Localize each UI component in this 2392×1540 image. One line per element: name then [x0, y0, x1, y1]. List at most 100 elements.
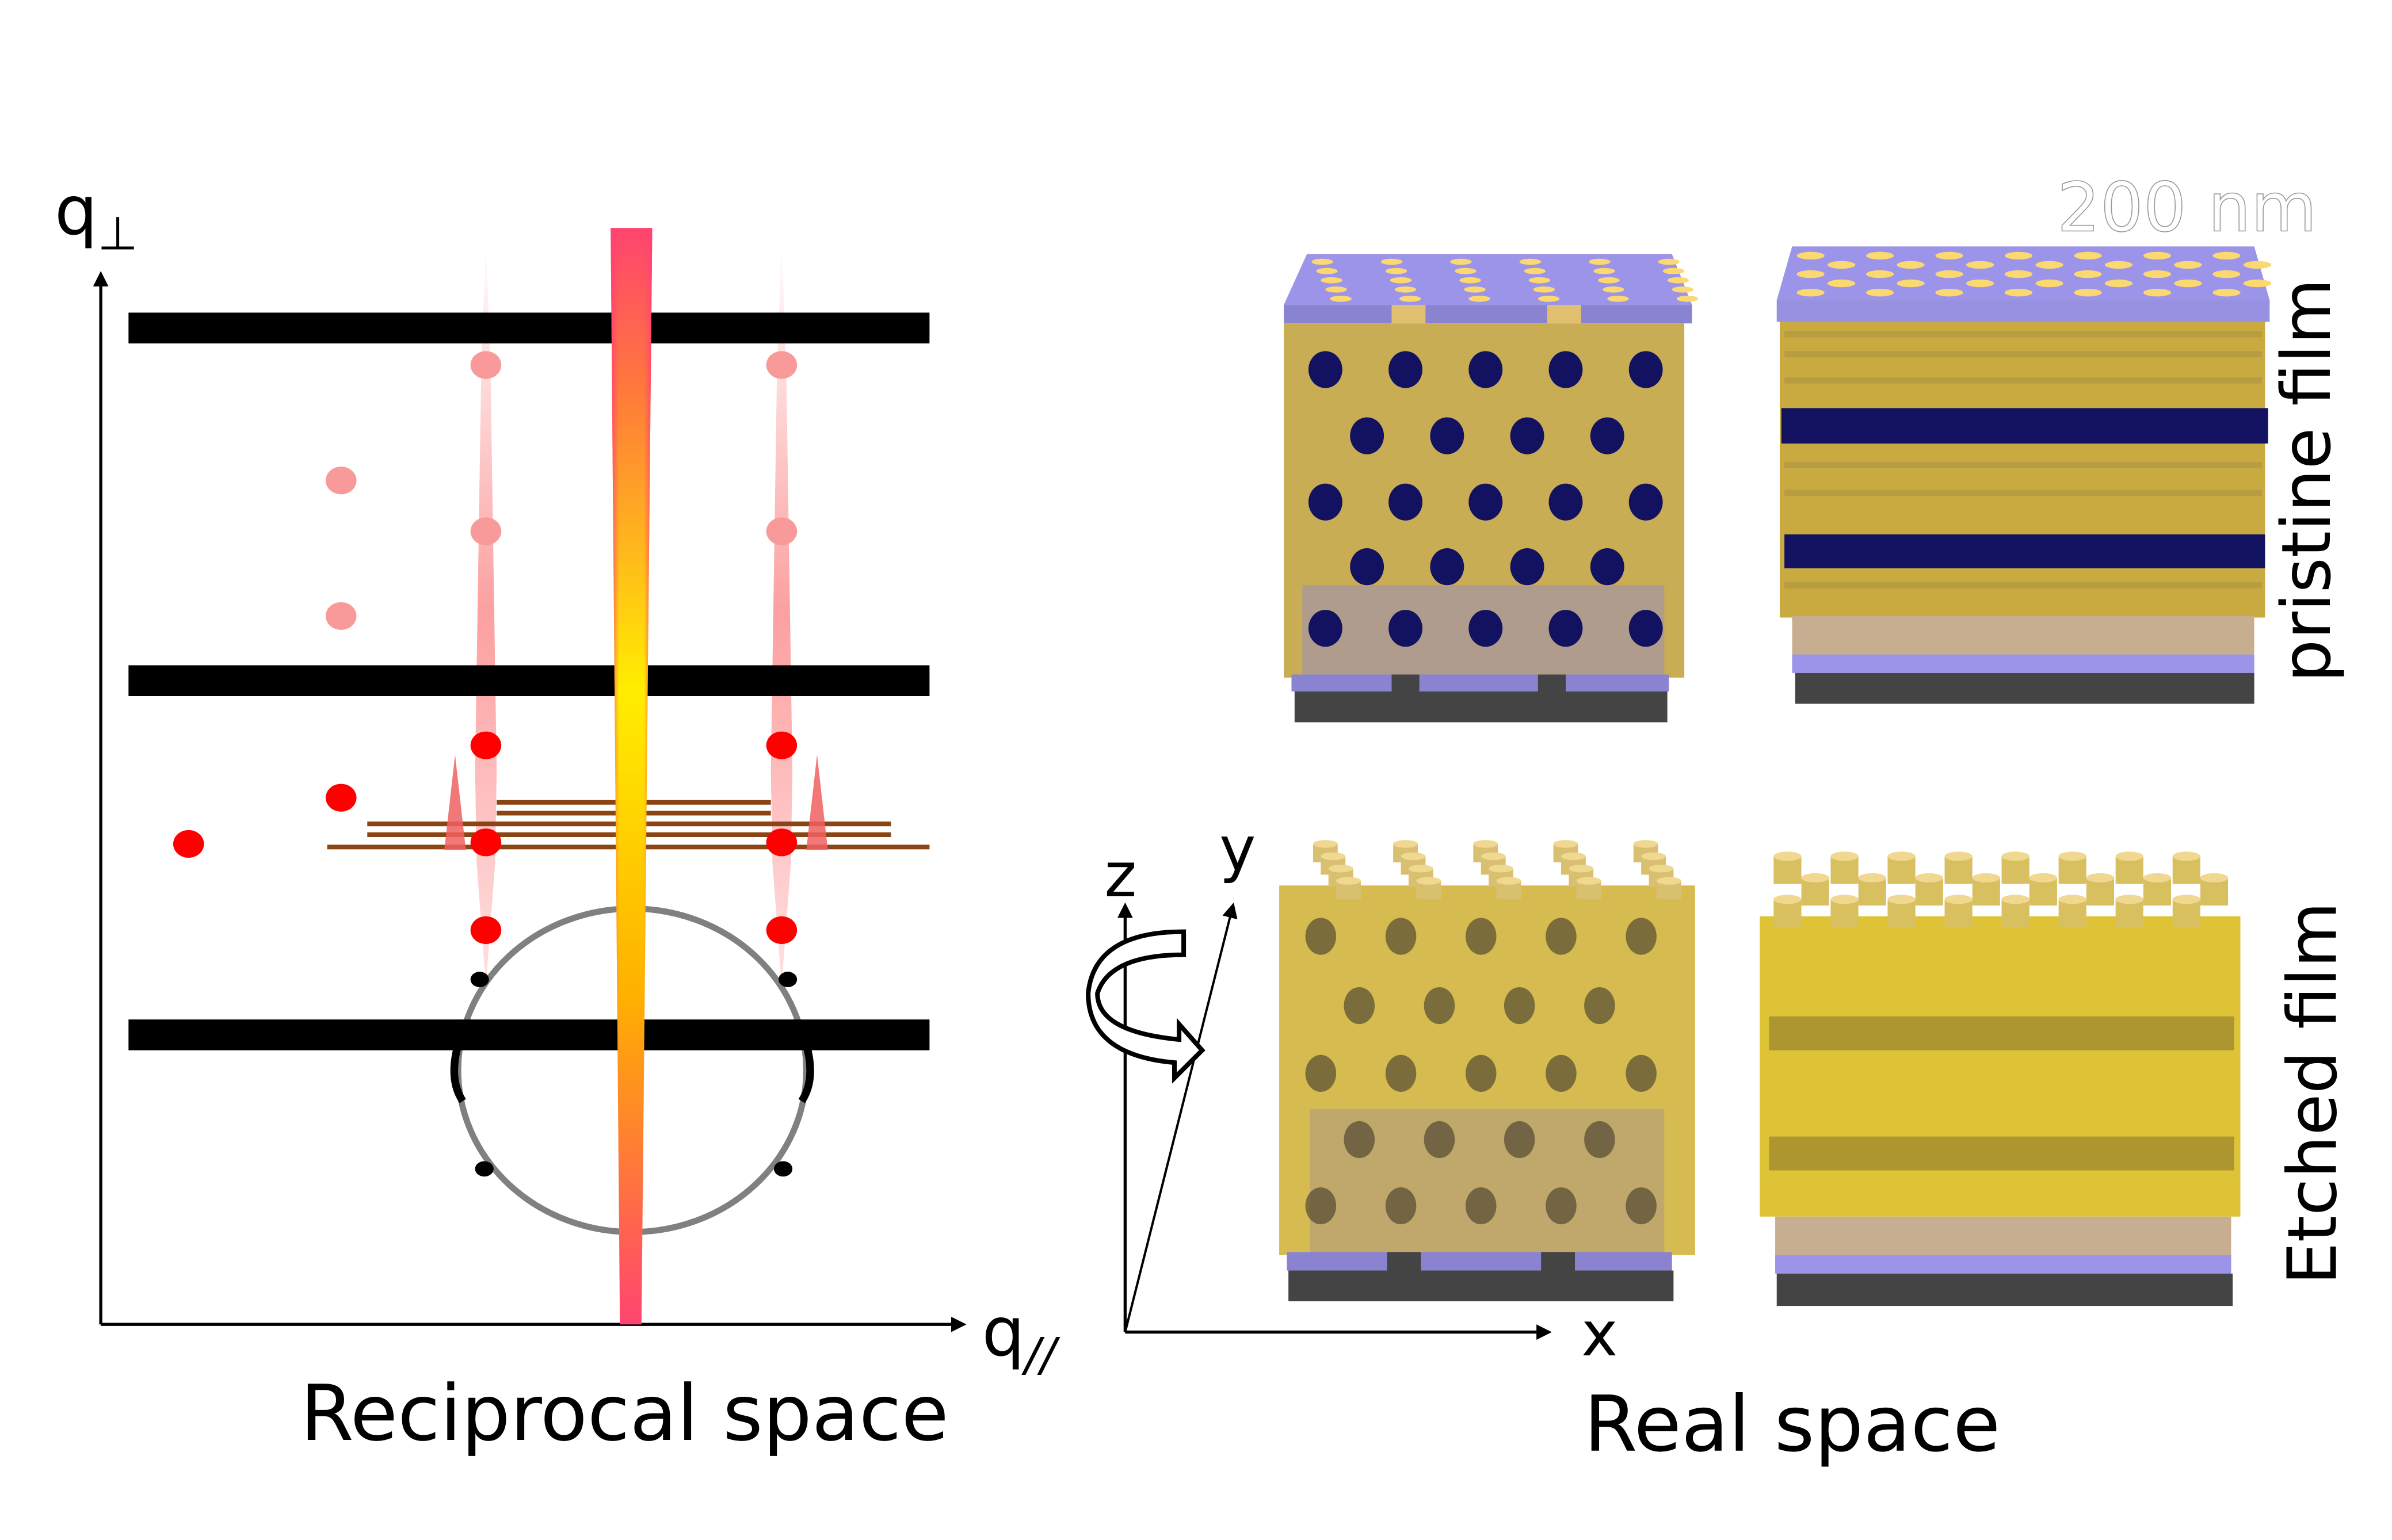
pillar-top [1649, 865, 1674, 873]
top-pore [2143, 251, 2172, 260]
reciprocal-space-panel: q⊥ q// [55, 171, 1060, 1458]
ring-spot [779, 972, 798, 987]
cylinder-end [1388, 351, 1423, 388]
etched-hole [1504, 987, 1535, 1025]
etched-hole [1424, 1121, 1455, 1159]
top-pore [1311, 258, 1333, 265]
etched-hole [1465, 1054, 1497, 1092]
pillar-top [1887, 895, 1916, 904]
cylinder-end [1548, 610, 1583, 647]
top-pore [1316, 268, 1338, 274]
pillar-top [1336, 877, 1361, 885]
real-space-panel: pristine film Etched film [1086, 168, 2352, 1469]
top-pore [1385, 268, 1407, 274]
cylinder-end [1308, 351, 1342, 388]
etched-hole [1584, 987, 1615, 1025]
etched-hole [1626, 1054, 1657, 1092]
pristine-lamellar-film [1776, 246, 2272, 704]
pillar-top [1656, 877, 1681, 885]
top-pore [2174, 279, 2202, 288]
z-axis-label: z [1104, 840, 1136, 911]
cylinder-end [1548, 483, 1583, 521]
etched-hole [1385, 918, 1417, 955]
pillar-top [1416, 877, 1441, 885]
pillar-top [1496, 877, 1521, 885]
top-pore [1528, 277, 1551, 284]
top-pore [1399, 295, 1421, 302]
top-pore [1321, 277, 1342, 284]
top-pore [1796, 251, 1825, 260]
strong-spot [325, 784, 357, 812]
rotation-arrow-icon [1086, 929, 1205, 1084]
row-label-pristine: pristine film [2267, 278, 2346, 682]
cylinder-end [1628, 351, 1663, 388]
top-pore [1935, 270, 1963, 278]
pillar-top [2001, 895, 2029, 904]
etched-hole [1305, 918, 1337, 955]
top-pore [2004, 251, 2033, 260]
etched-lamellar-film [1760, 851, 2241, 1306]
specular-beam-edge [611, 228, 653, 1325]
pillar-top [2029, 873, 2057, 882]
cylinder-end [1628, 483, 1663, 521]
top-pore [1450, 258, 1472, 265]
etched-hole [1305, 1187, 1337, 1225]
pillar-top [1944, 851, 1973, 861]
cylinder-end [1388, 483, 1423, 521]
pillar-top [1641, 852, 1666, 861]
pillar-top [1401, 852, 1426, 861]
pillar-top [2172, 851, 2200, 861]
top-pore [1330, 295, 1352, 302]
top-pore [2074, 270, 2102, 278]
top-pore [1593, 268, 1615, 274]
top-pore [1897, 261, 1925, 269]
top-pore [1394, 286, 1417, 293]
top-pore [1524, 268, 1546, 274]
cylinder-end [1430, 417, 1464, 454]
scale-bar-text: 200 nm [2057, 169, 2317, 247]
pillar-top [1553, 840, 1578, 848]
top-pore [2104, 279, 2133, 288]
cylinder-end [1308, 610, 1342, 647]
pillar-top [1887, 851, 1916, 861]
pillar-top [1473, 840, 1498, 848]
etched-hole [1344, 1121, 1375, 1159]
cylinder-end [1350, 417, 1384, 454]
top-pore [1607, 295, 1629, 302]
row-label-etched: Etched film [2273, 902, 2352, 1285]
pillar-top [1576, 877, 1601, 885]
black-bar-top [128, 312, 930, 343]
etched-hole [1546, 918, 1577, 955]
pillar-top [1801, 873, 1829, 882]
etched-hole [1626, 918, 1657, 955]
y-axis-arrow [1124, 902, 1238, 1333]
weak-spot [470, 351, 502, 379]
weak-spot [766, 351, 798, 379]
pillar-top [2143, 873, 2172, 882]
top-pore [2074, 288, 2102, 297]
top-pore [1455, 268, 1477, 274]
pillar-top [1408, 865, 1433, 873]
top-pore [1828, 279, 1856, 288]
pillar-top [2115, 851, 2143, 861]
pillar-top [1569, 865, 1594, 873]
top-pore [1589, 258, 1611, 265]
bragg-rod-right [770, 238, 793, 986]
pillar-top [2172, 895, 2200, 904]
peak-triangle-left [444, 754, 466, 850]
etched-hole [1546, 1187, 1577, 1225]
top-pore [1667, 277, 1689, 284]
cylinder-end [1468, 351, 1503, 388]
top-pore [2074, 251, 2102, 260]
coordinate-axes: x z y [1086, 814, 1618, 1370]
pillar-top [2001, 851, 2029, 861]
top-pore [2143, 288, 2172, 297]
etched-hole [1424, 987, 1455, 1025]
top-pore [1538, 295, 1560, 302]
pillar-top [1972, 873, 2000, 882]
strong-spot [766, 916, 798, 945]
top-pore [2212, 251, 2241, 260]
pillar-top [2058, 851, 2086, 861]
top-pore [2004, 288, 2033, 297]
cylinder-end [1308, 483, 1342, 521]
